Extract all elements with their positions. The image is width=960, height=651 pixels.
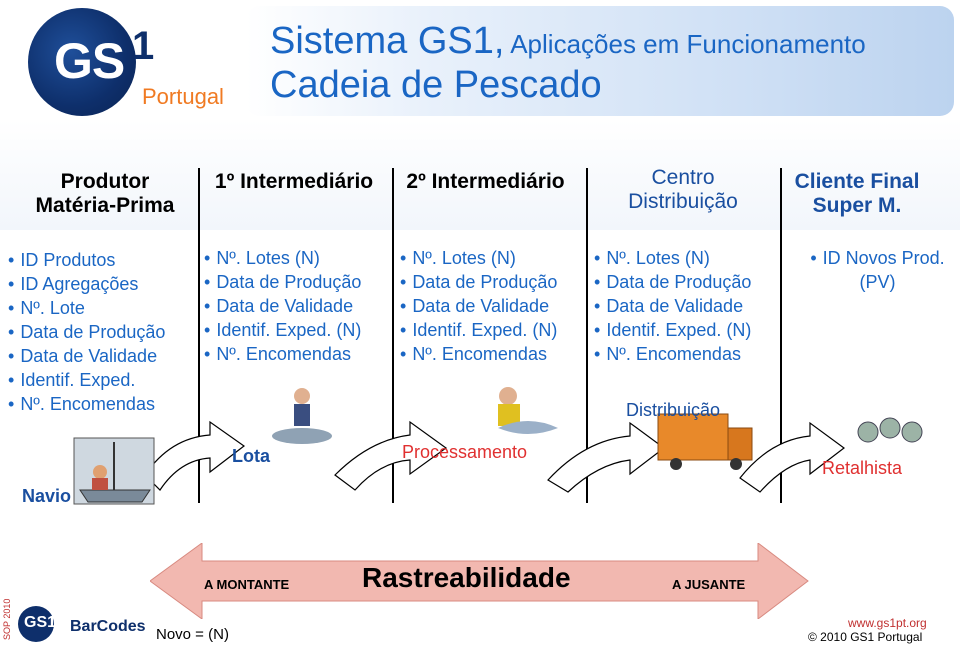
list-item: Nº. Lotes (N) xyxy=(594,246,778,270)
footer-copyright: © 2010 GS1 Portugal xyxy=(808,630,923,644)
stage-distribuicao: Distribuição xyxy=(626,400,721,420)
arrow-navio-lota xyxy=(144,420,246,491)
list-item: Data de Validade xyxy=(204,294,390,318)
stage-lota: Lota xyxy=(232,446,270,466)
label-montante: A MONTANTE xyxy=(204,577,290,592)
fish-processing-icon xyxy=(498,387,558,434)
list-item: Data de Validade xyxy=(594,294,778,318)
arrow-distribuicao-retalhista xyxy=(739,421,846,493)
list-item: Nº. Lotes (N) xyxy=(400,246,584,270)
column-list-produtor: ID Produtos ID Agregações Nº. Lote Data … xyxy=(8,248,194,416)
auction-icon xyxy=(272,388,332,444)
gs1-small-logo-text: GS1 xyxy=(24,614,57,631)
column-header-produtor: Produtor Matéria-Prima xyxy=(35,170,175,217)
list-item: Identif. Exped. (N) xyxy=(594,318,778,342)
list-item: ID Produtos xyxy=(8,248,194,272)
arrow-lota-processamento xyxy=(334,420,448,491)
list-item: Nº. Encomendas xyxy=(594,342,778,366)
logo-subtitle: Portugal xyxy=(142,84,224,109)
legend-novo: Novo = (N) xyxy=(156,626,229,643)
column-list-intermediario-2: Nº. Lotes (N) Data de Produção Data de V… xyxy=(400,246,584,366)
column-header-intermediario-2: 2º Intermediário xyxy=(406,170,565,193)
boat-icon xyxy=(73,437,155,505)
header-band xyxy=(0,120,960,230)
column-divider xyxy=(780,168,782,503)
title-banner xyxy=(246,6,954,116)
list-item: Identif. Exped. (N) xyxy=(204,318,390,342)
flow-arrows xyxy=(144,420,846,493)
barcodes-logo: BarCodes xyxy=(70,618,146,635)
footer-sop-label: SOP 2010 xyxy=(2,598,12,640)
traceability-arrow xyxy=(150,543,809,619)
list-item: Identif. Exped. (N) xyxy=(400,318,584,342)
column-divider xyxy=(586,168,588,503)
column-list-cliente: ID Novos Prod. (PV) xyxy=(800,246,955,294)
page-title: Sistema GS1, Aplicações em Funcionamento xyxy=(270,20,866,62)
list-item: Nº. Encomendas xyxy=(204,342,390,366)
gs1-logo xyxy=(28,8,136,116)
label-rastreabilidade: Rastreabilidade xyxy=(362,562,571,593)
list-item: Data de Produção xyxy=(8,320,194,344)
column-divider xyxy=(392,168,394,503)
column-header-cliente: Cliente Final Super M. xyxy=(794,170,920,217)
list-item: Nº. Encomendas xyxy=(400,342,584,366)
list-item: Data de Validade xyxy=(400,294,584,318)
arrow-processamento-distribuicao xyxy=(547,421,666,493)
retail-products-icon xyxy=(857,417,923,443)
footer-url[interactable]: www.gs1pt.org xyxy=(848,616,927,630)
column-header-intermediario-1: 1º Intermediário xyxy=(214,170,374,193)
list-item: Data de Produção xyxy=(594,270,778,294)
list-item: Nº. Lote xyxy=(8,296,194,320)
list-item: Nº. Lotes (N) xyxy=(204,246,390,270)
gs1-small-logo xyxy=(18,606,54,642)
label-jusante: A JUSANTE xyxy=(672,577,746,592)
column-list-intermediario-1: Nº. Lotes (N) Data de Produção Data de V… xyxy=(204,246,390,366)
list-item: Nº. Encomendas xyxy=(8,392,194,416)
stage-retalhista: Retalhista xyxy=(822,458,903,478)
page-subtitle: Cadeia de Pescado xyxy=(270,64,602,106)
gs1-logo-one: 1 xyxy=(132,24,155,68)
list-item: Data de Validade xyxy=(8,344,194,368)
stage-processamento: Processamento xyxy=(402,442,528,462)
column-divider xyxy=(198,168,200,503)
list-item: Identif. Exped. xyxy=(8,368,194,392)
stage-navio: Navio xyxy=(22,486,72,506)
list-item: Data de Produção xyxy=(204,270,390,294)
list-item: ID Agregações xyxy=(8,272,194,296)
gs1-logo-text: GS xyxy=(54,33,125,89)
column-header-centro: Centro Distribuição xyxy=(628,166,738,213)
truck-icon xyxy=(657,413,753,470)
list-item: ID Novos Prod. (PV) xyxy=(800,246,955,294)
list-item: Data de Produção xyxy=(400,270,584,294)
column-list-centro: Nº. Lotes (N) Data de Produção Data de V… xyxy=(594,246,778,366)
